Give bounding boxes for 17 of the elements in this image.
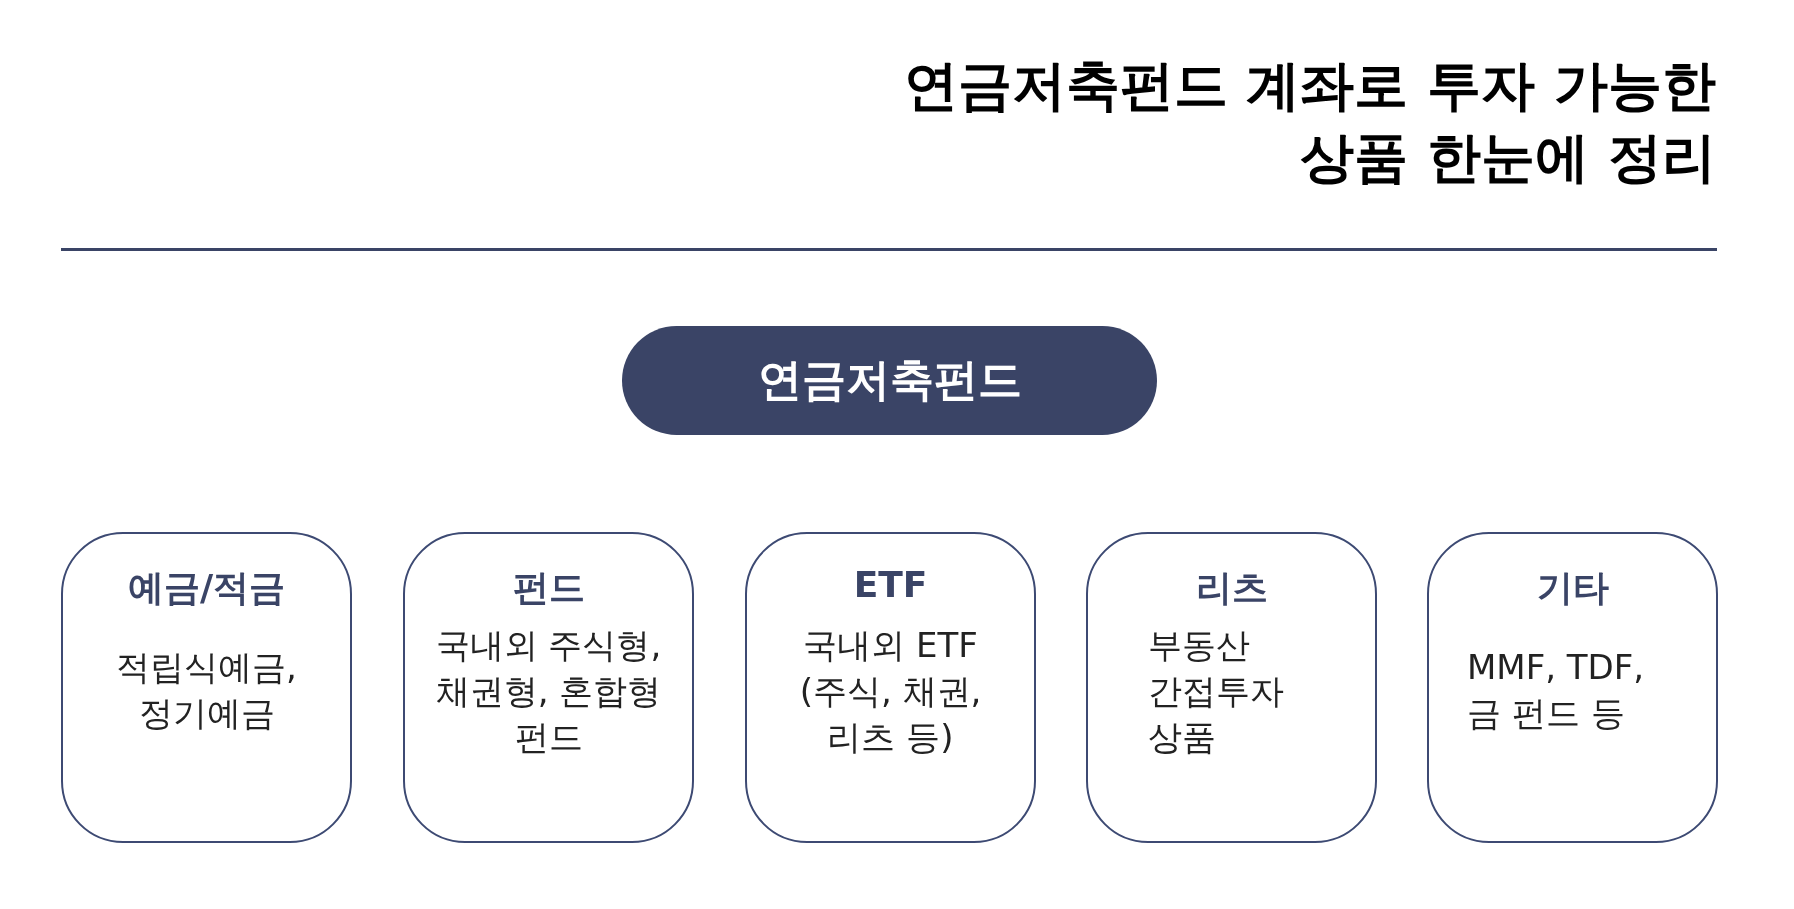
category-card — [403, 532, 694, 843]
card-description: 부동산 간접투자 상품 — [1148, 624, 1285, 759]
category-card — [745, 532, 1036, 843]
card-description: MMF, TDF, 금 펀드 등 — [1467, 646, 1646, 735]
card-description: 국내외 ETF (주식, 채권, 리츠 등) — [798, 624, 983, 759]
card-description: 적립식예금, 정기예금 — [115, 646, 298, 735]
title: 연금저축펀드 계좌로 투자 가능한 상품 한눈에 정리 — [902, 53, 1716, 191]
card-heading: 리츠 — [1194, 566, 1269, 610]
category-card — [1086, 532, 1377, 843]
card-heading: 예금/적금 — [126, 566, 287, 610]
title-pill: 연금저축펀드 — [622, 326, 1157, 435]
category-card — [61, 532, 352, 843]
card-heading: ETF — [852, 564, 929, 605]
category-card — [1427, 532, 1718, 843]
card-heading: 기타 — [1535, 566, 1610, 610]
card-description: 국내외 주식형, 채권형, 혼합형 펀드 — [434, 624, 663, 759]
card-heading: 펀드 — [511, 566, 586, 610]
